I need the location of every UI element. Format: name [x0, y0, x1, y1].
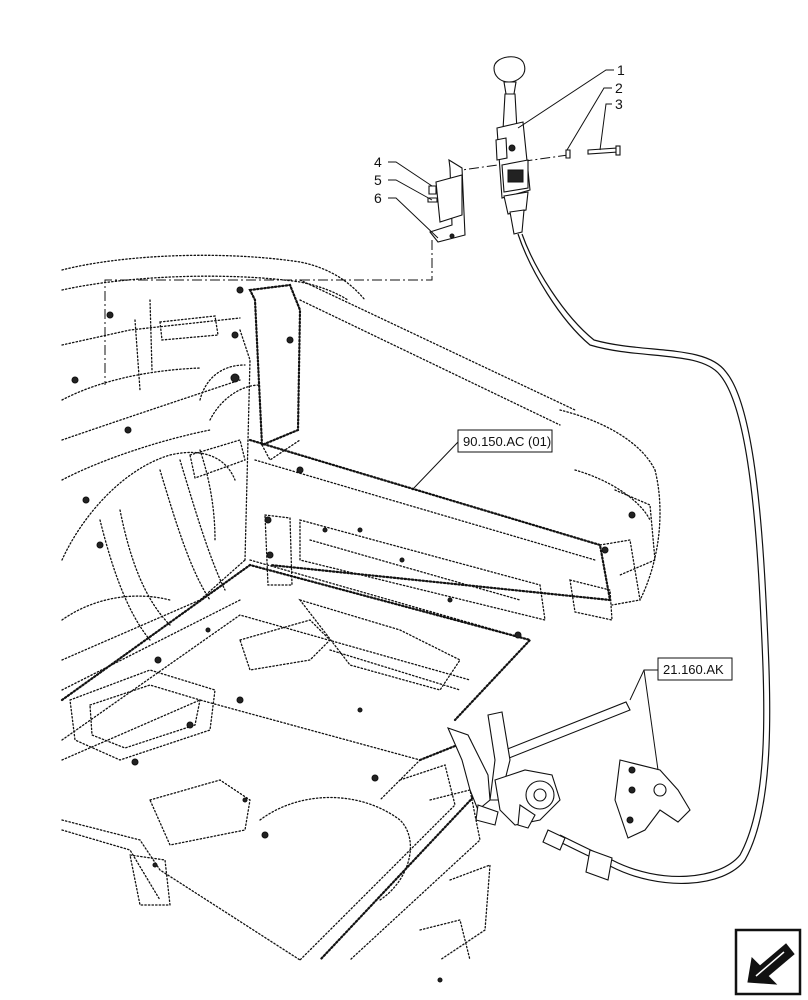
callout-1: 1	[617, 62, 625, 78]
callout-numbers: 1 2 3 4 5 6	[374, 62, 625, 206]
shift-cable	[517, 233, 771, 885]
transmission-linkage	[446, 701, 691, 839]
gear-shift-lever-assembly	[493, 56, 531, 235]
callout-2: 2	[615, 80, 623, 96]
reference-transmission-label: 21.160.AK	[663, 662, 724, 677]
pin-and-bolt	[565, 145, 621, 159]
structure-fasteners	[71, 286, 636, 983]
callout-3: 3	[615, 96, 623, 112]
mounting-bracket	[427, 158, 466, 243]
callout-leaders	[388, 69, 659, 771]
assembly-center-lines	[104, 154, 569, 385]
callout-6: 6	[374, 190, 382, 206]
callout-5: 5	[374, 172, 382, 188]
reference-cab-label: 90.150.AC (01)	[463, 434, 551, 449]
cab-structure	[60, 254, 661, 983]
callout-4: 4	[374, 154, 382, 170]
arrow-down-left-icon[interactable]	[734, 928, 802, 996]
reference-transmission[interactable]: 21.160.AK	[657, 657, 733, 681]
reference-cab[interactable]: 90.150.AC (01)	[457, 429, 553, 453]
